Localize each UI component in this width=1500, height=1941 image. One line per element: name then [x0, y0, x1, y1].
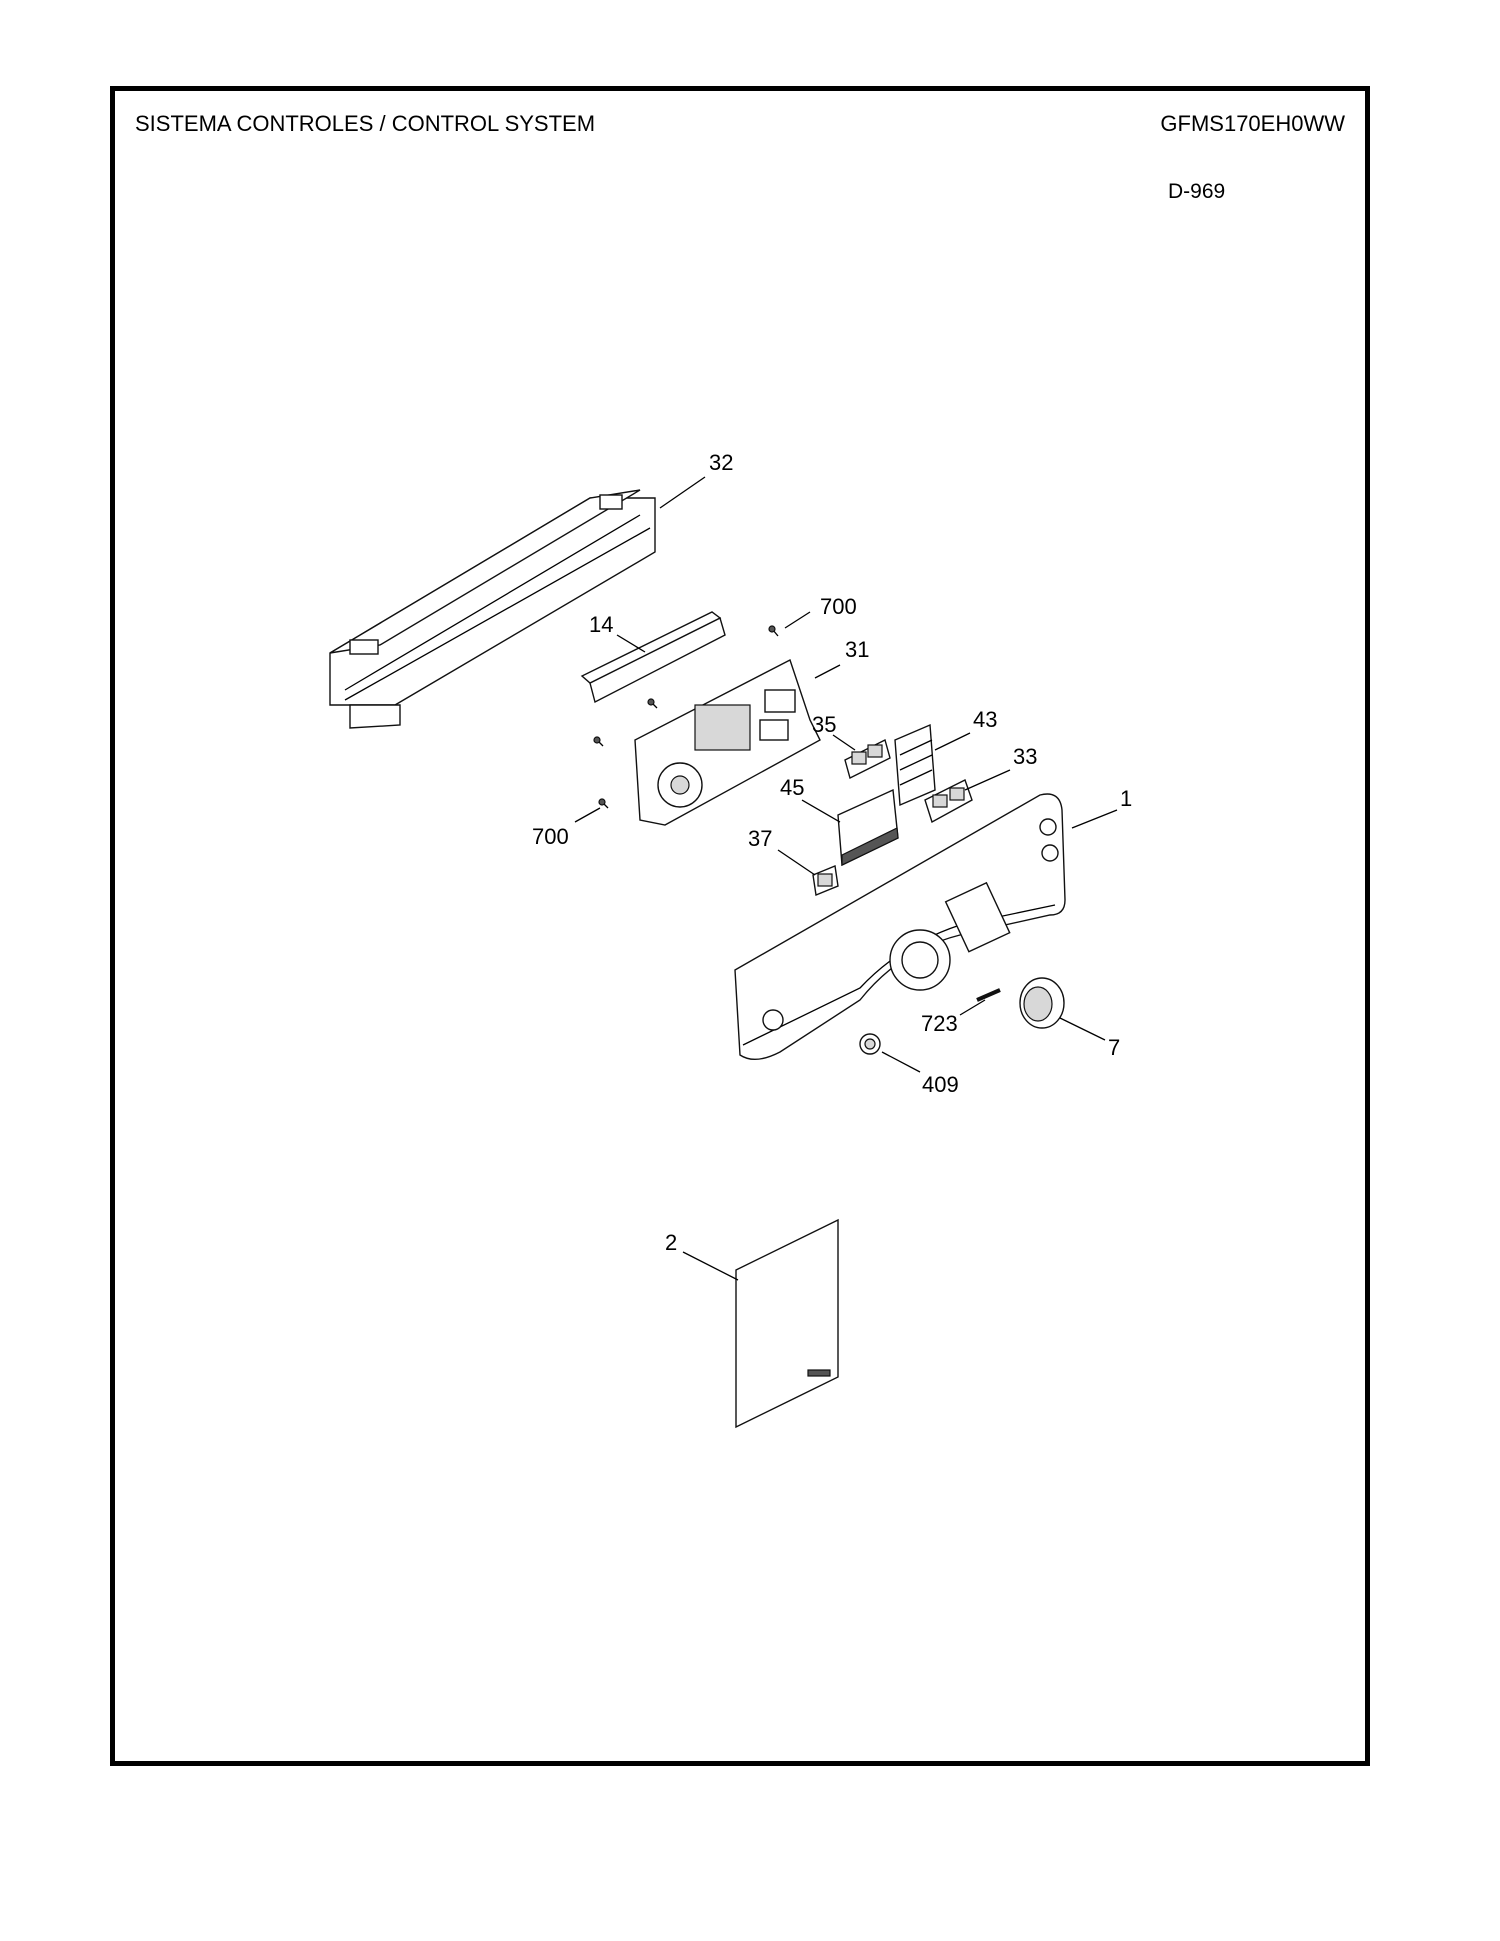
callout-37: 37: [748, 826, 772, 851]
callout-45: 45: [780, 775, 804, 800]
part-700-screw-left[interactable]: [593, 736, 604, 747]
part-723-shaft[interactable]: [976, 988, 1001, 1002]
part-45-display[interactable]: [837, 788, 899, 867]
callout-7: 7: [1108, 1035, 1120, 1060]
callout-31: 31: [845, 637, 869, 662]
part-700-screw-bottom[interactable]: [598, 798, 609, 809]
callout-35: 35: [812, 712, 836, 737]
part-31-control-board[interactable]: [634, 659, 821, 826]
part-7-knob[interactable]: [1019, 977, 1065, 1029]
callout-32: 32: [709, 450, 733, 475]
callout-700-bottom: 700: [532, 824, 569, 849]
callout-723: 723: [921, 1011, 958, 1036]
model-number: GFMS170EH0WW: [1160, 111, 1345, 136]
callout-700-top: 700: [820, 594, 857, 619]
part-32-bracket[interactable]: [329, 489, 656, 729]
callout-14: 14: [589, 612, 613, 637]
part-33-button[interactable]: [924, 779, 973, 824]
callout-409: 409: [922, 1072, 959, 1097]
callout-33: 33: [1013, 744, 1037, 769]
part-700-screw-mid[interactable]: [647, 698, 658, 709]
callout-1: 1: [1120, 786, 1132, 811]
part-43-button-array[interactable]: [894, 723, 936, 807]
part-37-button[interactable]: [812, 865, 839, 896]
part-1-control-panel[interactable]: [734, 793, 1066, 1060]
diagram-code: D-969: [1168, 180, 1226, 203]
part-409-light-pipe[interactable]: [859, 1033, 881, 1055]
part-14-strip[interactable]: [580, 611, 726, 704]
callout-2: 2: [665, 1230, 677, 1255]
diagram-frame: SISTEMA CONTROLES / CONTROL SYSTEM GFMS1…: [110, 86, 1370, 1766]
part-700-screw-top[interactable]: [768, 625, 779, 637]
callout-43: 43: [973, 707, 997, 732]
part-2-manual[interactable]: [735, 1218, 839, 1429]
page-title: SISTEMA CONTROLES / CONTROL SYSTEM: [135, 111, 596, 136]
part-35-button[interactable]: [844, 738, 891, 780]
leader-lines: [574, 476, 1118, 1281]
